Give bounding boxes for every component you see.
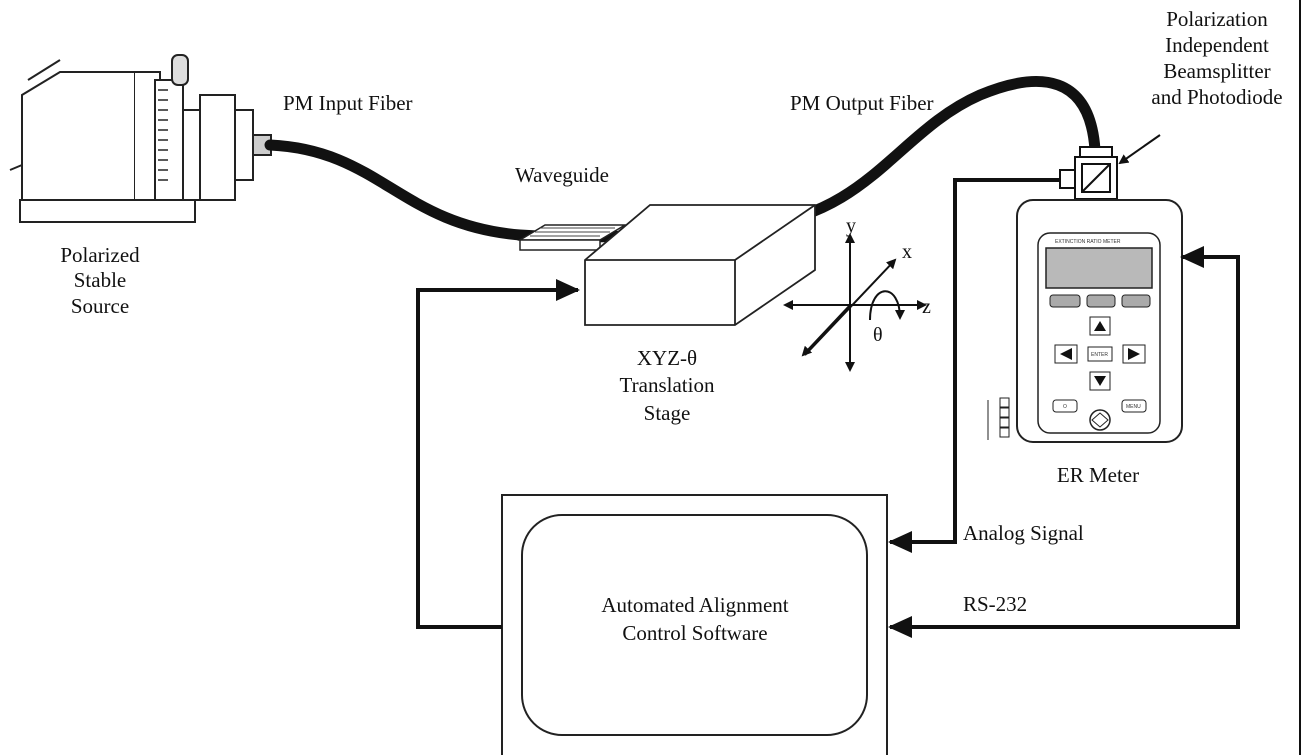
beamsplitter-pointer — [1118, 134, 1161, 165]
er-meter: EXTINCTION RATIO METER ENTER O — [987, 199, 1183, 443]
meter-side-leds — [987, 397, 1010, 440]
coordinate-axes — [783, 233, 927, 372]
beamsplitter-photodiode — [1059, 146, 1118, 200]
translation-stage — [584, 204, 816, 326]
stage-label-2: Translation — [620, 373, 715, 397]
rs232-line — [890, 246, 1240, 629]
pm-input-label: PM Input Fiber — [283, 91, 413, 115]
control-software-box — [501, 494, 888, 755]
meter-display — [1045, 247, 1153, 289]
meter-logo-icon — [1089, 409, 1111, 431]
meter-header: EXTINCTION RATIO METER — [1055, 239, 1121, 245]
software-label-1: Automated Alignment — [601, 593, 788, 617]
beamsplitter-label-1: Polarization — [1166, 7, 1268, 31]
waveguide-chip — [517, 224, 628, 251]
meter-menu-label: MENU — [1126, 404, 1141, 410]
source-label-3: Source — [71, 294, 129, 318]
axis-y-label: y — [846, 215, 856, 237]
meter-softkey-1[interactable] — [1049, 294, 1081, 308]
source-label-2: Stable — [74, 268, 127, 292]
meter-enter-key[interactable]: ENTER — [1087, 346, 1113, 362]
pm-output-label: PM Output Fiber — [790, 91, 934, 115]
er-meter-label: ER Meter — [1057, 463, 1139, 487]
axis-theta-label: θ — [873, 324, 883, 346]
polarized-source-device — [9, 54, 272, 223]
meter-right-key[interactable] — [1122, 344, 1146, 364]
analog-signal-line — [888, 178, 1060, 553]
meter-left-key[interactable] — [1054, 344, 1078, 364]
rs232-label: RS-232 — [963, 592, 1027, 616]
source-label-1: Polarized — [60, 243, 140, 267]
meter-softkey-2[interactable] — [1086, 294, 1116, 308]
stage-label-1: XYZ-θ — [637, 346, 697, 370]
meter-up-key[interactable] — [1089, 316, 1111, 336]
meter-menu-key[interactable]: MENU — [1121, 399, 1147, 413]
stage-control-line — [416, 279, 580, 629]
meter-softkey-3[interactable] — [1121, 294, 1151, 308]
stage-label-3: Stage — [644, 401, 691, 425]
waveguide-label: Waveguide — [515, 163, 609, 187]
analog-signal-label: Analog Signal — [963, 521, 1084, 545]
meter-enter-label: ENTER — [1091, 352, 1108, 358]
meter-power-key[interactable]: O — [1052, 399, 1078, 413]
beamsplitter-label-2: Independent — [1165, 33, 1269, 57]
meter-down-key[interactable] — [1089, 371, 1111, 391]
axis-x-label: x — [902, 241, 912, 263]
software-label-2: Control Software — [622, 621, 767, 645]
axis-z-label: z — [922, 296, 931, 318]
meter-power-label: O — [1063, 404, 1067, 410]
beamsplitter-label-3: Beamsplitter — [1163, 59, 1270, 83]
beamsplitter-label-4: and Photodiode — [1151, 85, 1282, 109]
